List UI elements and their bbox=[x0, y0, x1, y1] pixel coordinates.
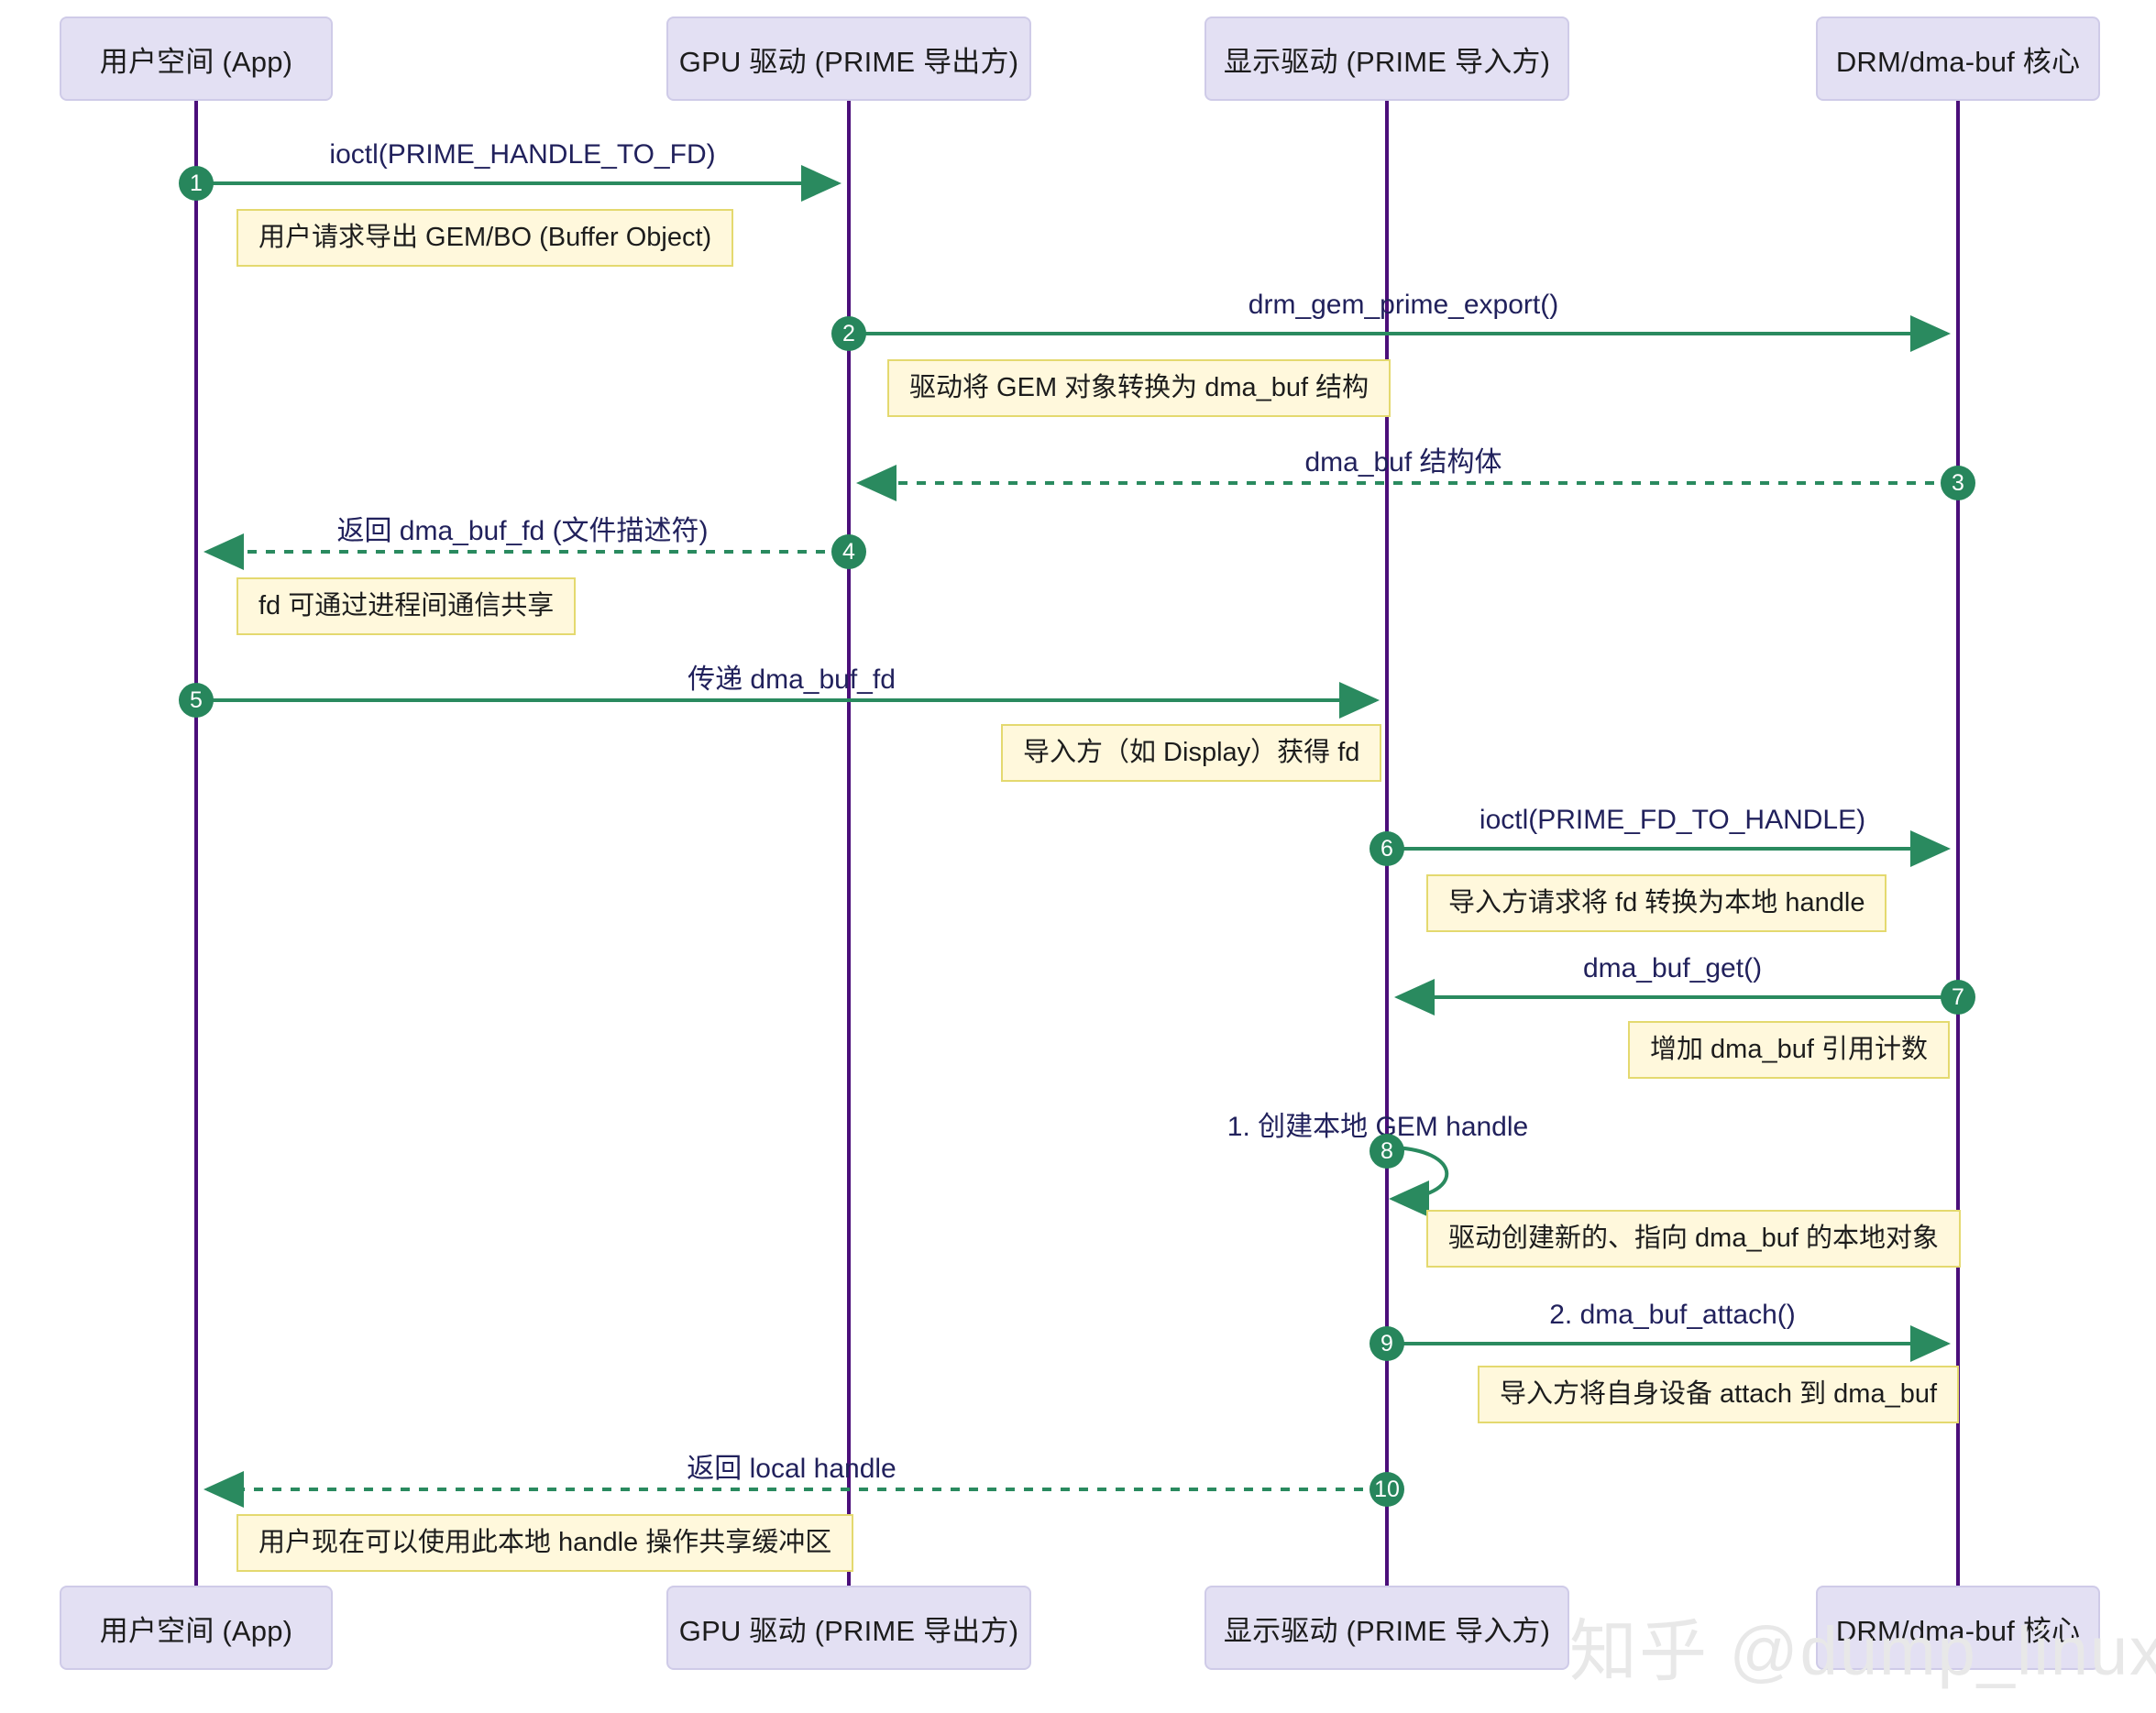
note-6: 增加 dma_buf 引用计数 bbox=[1628, 1021, 1950, 1080]
note-9: 用户现在可以使用此本地 handle 操作共享缓冲区 bbox=[236, 1514, 854, 1573]
sequence-badge-10: 10 bbox=[1370, 1472, 1404, 1507]
note-7: 驱动创建新的、指向 dma_buf 的本地对象 bbox=[1426, 1210, 1961, 1268]
lifelines-group bbox=[194, 101, 1960, 1586]
message-label-9: 2. dma_buf_attach() bbox=[1549, 1300, 1796, 1330]
message-label-4: 返回 dma_buf_fd (文件描述符) bbox=[336, 516, 709, 546]
note-2: 驱动将 GEM 对象转换为 dma_buf 结构 bbox=[887, 359, 1392, 418]
note-3: fd 可通过进程间通信共享 bbox=[236, 577, 577, 636]
message-label-7: dma_buf_get() bbox=[1582, 953, 1763, 983]
message-label-10: 返回 local handle bbox=[687, 1454, 896, 1484]
participant-app-top: 用户空间 (App) bbox=[60, 16, 333, 101]
participant-gpu-bottom: GPU 驱动 (PRIME 导出方) bbox=[666, 1586, 1031, 1670]
message-label-2: drm_gem_prime_export() bbox=[1248, 290, 1559, 320]
watermark: 知乎 @dump_linux bbox=[1569, 1613, 2156, 1689]
note-1: 用户请求导出 GEM/BO (Buffer Object) bbox=[236, 209, 734, 268]
sequence-badge-2: 2 bbox=[831, 316, 866, 351]
participant-app-bottom: 用户空间 (App) bbox=[60, 1586, 333, 1670]
message-label-1: ioctl(PRIME_HANDLE_TO_FD) bbox=[329, 139, 716, 170]
sequence-badge-1: 1 bbox=[179, 166, 214, 201]
sequence-badge-9: 9 bbox=[1370, 1326, 1404, 1361]
note-4: 导入方（如 Display）获得 fd bbox=[1001, 724, 1382, 783]
message-label-6: ioctl(PRIME_FD_TO_HANDLE) bbox=[1479, 805, 1866, 835]
sequence-badge-6: 6 bbox=[1370, 831, 1404, 866]
participant-gpu-top: GPU 驱动 (PRIME 导出方) bbox=[666, 16, 1031, 101]
participant-display-bottom: 显示驱动 (PRIME 导入方) bbox=[1204, 1586, 1569, 1670]
note-5: 导入方请求将 fd 转换为本地 handle bbox=[1426, 874, 1887, 933]
participant-drm-bottom: DRM/dma-buf 核心 bbox=[1816, 1586, 2100, 1670]
participant-display-top: 显示驱动 (PRIME 导入方) bbox=[1204, 16, 1569, 101]
sequence-badge-3: 3 bbox=[1941, 466, 1975, 500]
sequence-badge-5: 5 bbox=[179, 683, 214, 718]
sequence-badge-8: 8 bbox=[1370, 1134, 1404, 1169]
participant-drm-top: DRM/dma-buf 核心 bbox=[1816, 16, 2100, 101]
message-label-3: dma_buf 结构体 bbox=[1304, 447, 1502, 478]
sequence-badge-7: 7 bbox=[1941, 980, 1975, 1015]
sequence-badge-4: 4 bbox=[831, 534, 866, 569]
message-label-5: 传递 dma_buf_fd bbox=[688, 664, 896, 695]
note-8: 导入方将自身设备 attach 到 dma_buf bbox=[1478, 1366, 1960, 1424]
